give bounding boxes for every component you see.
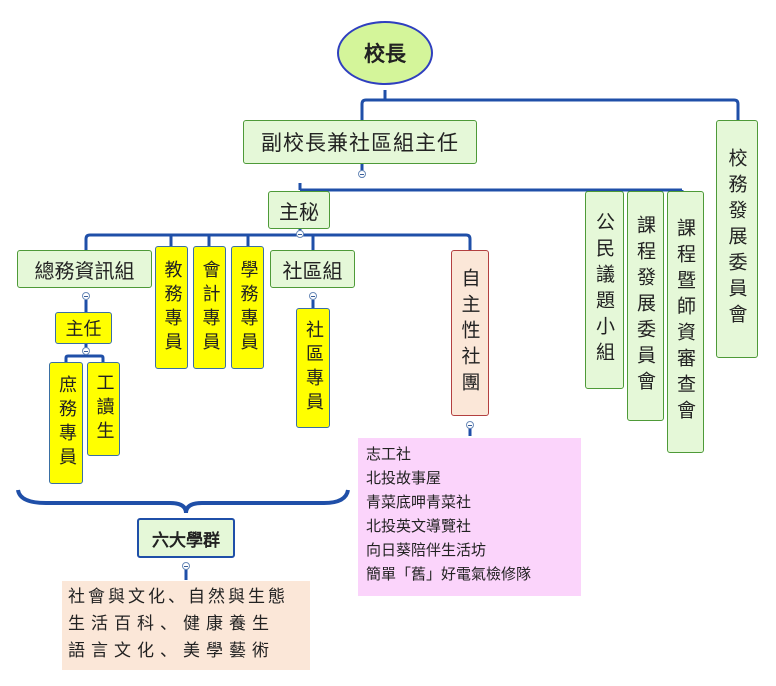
director-label: 主任 [65,319,102,340]
specialist-label-student-affairs: 學務專員 [237,259,259,356]
six-groups-item: 生活百科、健康養生 [68,614,275,634]
secretary-label: 主秘 [279,199,319,224]
collapse-toggle-director[interactable] [82,347,90,355]
specialist-node-academic[interactable]: 教務專員 [155,246,188,369]
clerk-label: 庶務專員 [56,375,77,471]
school-dev-committee-label: 校務發展委員會 [725,148,748,330]
secretary-node[interactable]: 主秘 [268,191,330,229]
club-item: 北投英文導覽社 [366,517,472,535]
principal-node[interactable]: 校長 [337,21,433,85]
club-item: 向日葵陪伴生活坊 [366,541,487,559]
six-groups-node[interactable]: 六大學群 [137,518,235,558]
committee-label-review: 課程暨師資審查會 [674,218,696,426]
committee-node-curriculum[interactable]: 課程發展委員會 [627,191,664,421]
community-specialist-node[interactable]: 社區專員 [296,308,330,428]
specialist-label-academic: 教務專員 [161,259,183,356]
committee-node-review[interactable]: 課程暨師資審查會 [667,191,704,453]
collapse-toggle-secretary[interactable] [296,230,304,238]
general-affairs-label: 總務資訊組 [34,258,135,283]
committee-label-curriculum: 課程發展委員會 [634,215,656,397]
principal-label: 校長 [364,42,406,66]
committee-node-civic[interactable]: 公民議題小組 [585,191,624,389]
general-affairs-node[interactable]: 總務資訊組 [17,250,152,288]
specialist-node-student-affairs[interactable]: 學務專員 [231,246,264,369]
collapse-toggle-six-groups[interactable] [182,562,190,570]
six-groups-list: 社會與文化、自然與生態 生活百科、健康養生 語言文化、美學藝術 [62,581,310,670]
school-dev-committee-node[interactable]: 校務發展委員會 [716,120,758,358]
six-groups-item: 社會與文化、自然與生態 [68,587,288,607]
community-group-node[interactable]: 社區組 [270,250,355,288]
clerk-node[interactable]: 庶務專員 [49,362,83,484]
community-specialist-label: 社區專員 [303,320,324,416]
club-item: 北投故事屋 [366,469,442,487]
club-item: 青菜底呷青菜社 [366,493,472,511]
collapse-toggle-community[interactable] [309,292,317,300]
work-study-node[interactable]: 工讀生 [87,362,120,456]
club-item: 志工社 [366,445,412,463]
work-study-label: 工讀生 [93,373,115,445]
committee-label-civic: 公民議題小組 [593,212,615,368]
vice-principal-node[interactable]: 副校長兼社區組主任 [243,120,477,164]
clubs-list: 志工社 北投故事屋 青菜底呷青菜社 北投英文導覽社 向日葵陪伴生活坊 簡單「舊」… [358,438,581,596]
six-groups-title: 六大學群 [152,530,220,551]
specialist-node-accounting[interactable]: 會計專員 [193,246,226,369]
director-node[interactable]: 主任 [55,312,112,344]
vice-principal-label: 副校長兼社區組主任 [261,131,459,155]
collapse-toggle-clubs[interactable] [466,421,474,429]
clubs-node[interactable]: 自主性社團 [451,250,489,416]
collapse-toggle-general-affairs[interactable] [82,292,90,300]
club-item: 簡單「舊」好電氣檢修隊 [366,565,532,583]
specialist-label-accounting: 會計專員 [199,259,221,356]
community-group-label: 社區組 [282,258,343,283]
six-groups-item: 語言文化、美學藝術 [68,641,275,661]
collapse-toggle-vice[interactable] [358,170,366,178]
clubs-node-label: 自主性社團 [458,268,481,398]
